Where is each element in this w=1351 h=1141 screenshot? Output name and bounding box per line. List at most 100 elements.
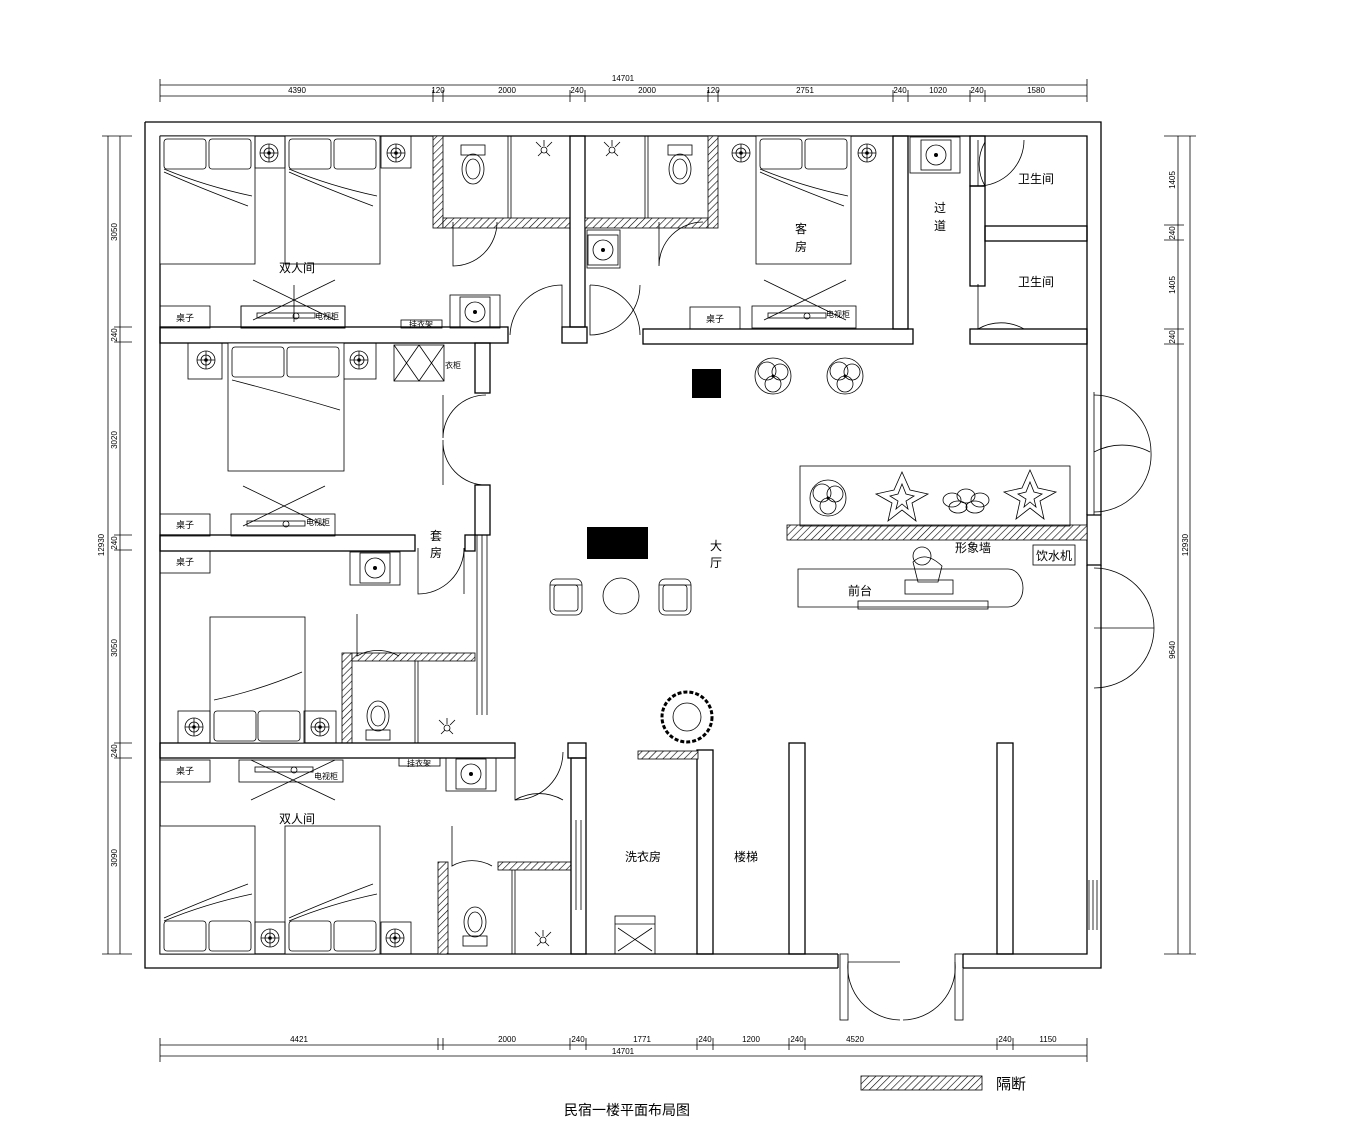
room-labels: 双人间 客 房 过 道 卫生间 卫生间 套 房 大 厅 形象墙 饮水机 前台 双…	[279, 172, 1072, 864]
dim-top-seg: 120	[431, 86, 445, 95]
label-desk: 桌子	[176, 765, 194, 777]
bed-icon	[227, 342, 345, 472]
label-desk: 桌子	[176, 312, 194, 324]
label-guest-room: 房	[795, 239, 807, 254]
dim-right-seg: 9640	[1168, 641, 1177, 659]
top-bathrooms	[460, 139, 693, 269]
label-water-dispenser: 饮水机	[1036, 549, 1072, 563]
dim-left-seg: 240	[110, 536, 119, 550]
dim-bottom-seg: 240	[571, 1035, 585, 1044]
dim-top-seg: 240	[893, 86, 907, 95]
label-reception: 前台	[848, 583, 872, 598]
desk	[159, 550, 211, 574]
ceiling-light-icon	[763, 279, 847, 321]
toilet-icon	[460, 144, 486, 185]
dimension-bottom: 4421 2000 240 1771 240 1200 240 4520 240…	[159, 1035, 1088, 1062]
dim-bottom-seg: 240	[698, 1035, 712, 1044]
dim-left-seg: 3090	[110, 849, 119, 867]
label-tv-cabinet: 电视柜	[314, 771, 338, 781]
label-laundry: 洗衣房	[625, 849, 661, 864]
lamp-icon	[196, 350, 216, 370]
label-desk: 桌子	[176, 519, 194, 531]
shower-icon	[535, 139, 553, 157]
legend-label: 隔断	[996, 1075, 1026, 1093]
dim-bottom-seg: 1200	[742, 1035, 760, 1044]
lamp-icon	[731, 143, 751, 163]
dim-bottom-seg: 240	[790, 1035, 804, 1044]
dim-bottom-seg: 240	[998, 1035, 1012, 1044]
furniture-labels: 桌子 电视柜 挂衣架 桌子 电视柜 衣柜 桌子 电视柜 桌子 桌子 电视柜 挂衣…	[176, 309, 850, 781]
label-suite: 套	[430, 529, 442, 543]
label-toilet: 卫生间	[1018, 172, 1054, 186]
dim-top-seg: 240	[570, 86, 584, 95]
label-wardrobe: 衣柜	[445, 360, 461, 370]
hall	[549, 357, 1076, 744]
doors	[356, 139, 1155, 1021]
dim-bottom-seg: 2000	[498, 1035, 516, 1044]
lamp-icon	[260, 928, 280, 948]
lamp-icon	[386, 143, 406, 163]
label-corridor: 过	[934, 201, 946, 215]
dim-left-seg: 3050	[110, 639, 119, 657]
armchair-icon	[549, 578, 583, 616]
double-bed-icon	[159, 825, 256, 955]
label-tv-cabinet: 电视柜	[315, 311, 339, 321]
dim-left-seg: 3050	[110, 223, 119, 241]
lamp-icon	[259, 143, 279, 163]
dim-top-seg: 1020	[929, 86, 947, 95]
legend: 隔断	[860, 1075, 1026, 1093]
sink-icon	[359, 552, 391, 584]
label-hall: 厅	[710, 556, 722, 570]
dim-right-seg: 240	[1168, 226, 1177, 240]
column	[692, 369, 721, 398]
bed-icon	[209, 616, 306, 744]
double-bed-icon	[159, 135, 256, 265]
succulent-icon	[1002, 469, 1058, 521]
shower-icon	[438, 717, 456, 735]
dim-right-seg: 1405	[1168, 276, 1177, 294]
label-feature-wall: 形象墙	[955, 541, 991, 555]
lamp-icon	[857, 143, 877, 163]
label-double-room-top: 双人间	[279, 261, 315, 275]
suite	[159, 342, 456, 744]
dim-top-seg: 2000	[498, 86, 516, 95]
label-toilet: 卫生间	[1018, 275, 1054, 289]
plant-icon	[809, 479, 847, 517]
sink-icon	[587, 234, 619, 266]
potted-plant-icon	[660, 690, 714, 744]
label-tv-cabinet: 电视柜	[306, 517, 330, 527]
sink-icon	[920, 139, 952, 171]
double-bed-icon	[284, 825, 381, 955]
coat-rack	[398, 757, 441, 767]
dim-top-seg: 2000	[638, 86, 656, 95]
dim-bottom-seg: 4520	[846, 1035, 864, 1044]
dim-top-total: 14701	[612, 74, 635, 83]
plant-icon	[826, 357, 864, 395]
desk	[159, 513, 211, 537]
guest-room	[689, 135, 961, 330]
dim-right-seg: 1405	[1168, 171, 1177, 189]
desk	[159, 759, 211, 783]
toilet-icon	[667, 144, 693, 185]
label-double-room-bottom: 双人间	[279, 812, 315, 826]
dimension-right: 1405 240 1405 240 9640 12930	[1164, 135, 1196, 955]
wardrobe	[393, 344, 445, 382]
partition	[637, 750, 699, 760]
lamp-icon	[349, 350, 369, 370]
label-desk: 桌子	[706, 313, 724, 325]
shrub-icon	[942, 488, 990, 514]
sink-icon	[459, 296, 491, 328]
desk	[689, 306, 741, 330]
lamp-icon	[385, 928, 405, 948]
desk	[159, 305, 211, 329]
interior-walls	[159, 135, 1088, 955]
legend-hatch-swatch	[860, 1075, 983, 1091]
armchair-icon	[658, 578, 692, 616]
round-table-icon	[602, 577, 640, 615]
dim-left-total: 12930	[97, 533, 106, 556]
plant-icon	[754, 357, 792, 395]
dim-top-seg: 2751	[796, 86, 814, 95]
label-coat-rack: 挂衣架	[407, 758, 431, 768]
dimension-top: 14701 4390 120 2000 240 2000 120 2751 24…	[159, 74, 1088, 102]
